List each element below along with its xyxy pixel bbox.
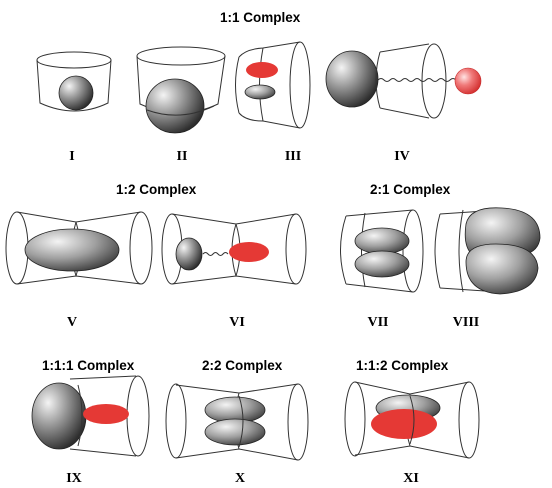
label-V: V [67, 315, 77, 330]
label-IX: IX [66, 471, 82, 486]
label-VIII: VIII [453, 315, 479, 330]
label-I: I [69, 149, 74, 164]
grey-guest-ellipsoid [244, 84, 276, 100]
grey-guest-sphere [175, 237, 203, 271]
complex-II [136, 46, 226, 134]
grey-guest-sphere [325, 50, 379, 108]
label-IV: IV [394, 149, 410, 164]
grey-guest-ellipsoid-lower [204, 418, 266, 446]
label-X: X [235, 471, 245, 486]
label-XI: XI [403, 471, 419, 486]
grey-guest-sphere [145, 78, 205, 134]
heading-1-1-1-complex: 1:1:1 Complex [42, 358, 135, 373]
label-VI: VI [229, 315, 245, 330]
heading-1-1-complex: 1:1 Complex [220, 10, 301, 25]
complex-XI [344, 381, 480, 459]
grey-guest-sphere [58, 75, 94, 111]
label-II: II [177, 149, 188, 164]
tether-linker [202, 252, 229, 256]
complex-VIII [434, 207, 541, 295]
red-guest-ellipsoid [371, 409, 437, 439]
grey-guest-ellipsoid [24, 228, 120, 272]
complex-V [5, 211, 153, 285]
grey-guest-ellipsoid-upper [354, 227, 410, 255]
heading-2-2-complex: 2:2 Complex [202, 358, 283, 373]
complex-I [36, 51, 112, 112]
heading-1-2-complex: 1:2 Complex [116, 182, 197, 197]
red-guest-ellipsoid [83, 404, 129, 424]
complex-X [165, 383, 309, 461]
complex-VI [161, 213, 307, 285]
label-III: III [285, 149, 301, 164]
tether-linker [377, 78, 469, 82]
complex-III [235, 41, 311, 129]
red-guest-ellipsoid [229, 242, 269, 262]
heading-1-1-2-complex: 1:1:2 Complex [356, 358, 449, 373]
red-guest-sphere [454, 67, 482, 95]
complex-IX [31, 375, 150, 457]
red-guest-ellipsoid [246, 62, 278, 78]
heading-2-1-complex: 2:1 Complex [370, 182, 451, 197]
grey-guest-ellipsoid-lower [354, 250, 410, 278]
grey-guest-ellipsoid-lower [465, 243, 539, 295]
grey-guest-sphere [31, 382, 87, 450]
complex-IV [325, 43, 482, 119]
complex-VII [340, 209, 424, 293]
label-VII: VII [367, 315, 388, 330]
